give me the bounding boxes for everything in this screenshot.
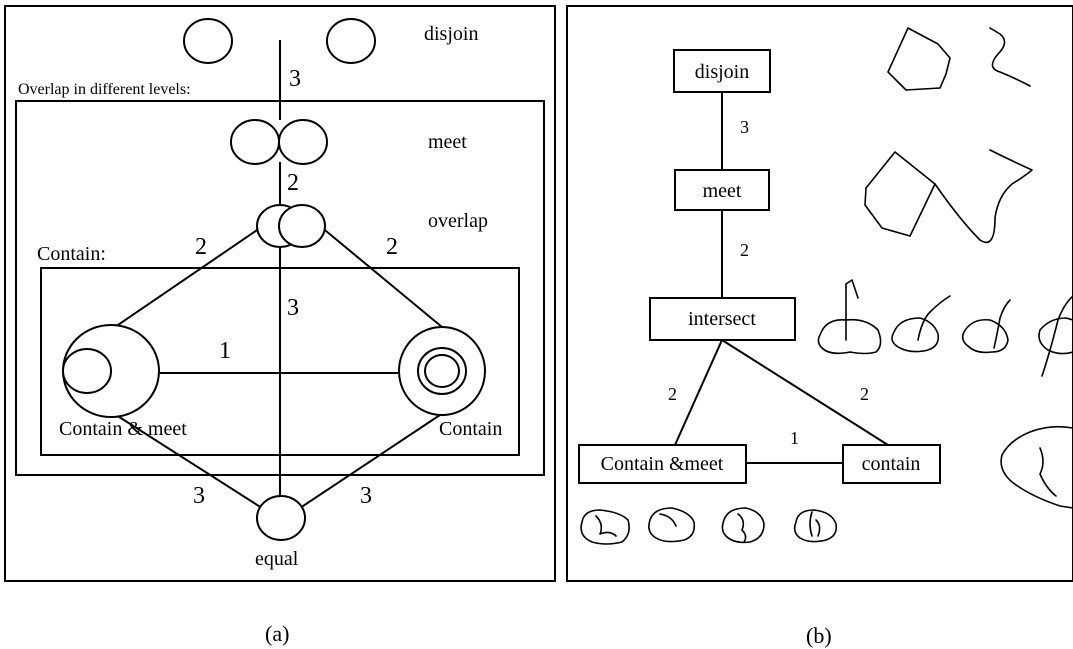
edge-overlap-contain xyxy=(319,225,443,328)
disjoin-circle-left xyxy=(183,18,233,64)
sketch-containmeet-inner-1 xyxy=(595,515,617,537)
sketch-containmeet-blob-2 xyxy=(648,507,696,543)
label-overlap: overlap xyxy=(428,210,488,232)
caption-a: (a) xyxy=(265,621,289,646)
weight-contain-equal: 3 xyxy=(360,483,372,509)
sketch-intersect-line-4 xyxy=(1041,295,1073,377)
weight-overlap-containmeet: 2 xyxy=(195,234,207,260)
edge-containmeet-equal xyxy=(112,412,266,511)
contain-inner-circle xyxy=(424,354,460,388)
disjoin-circle-right xyxy=(326,18,376,64)
sketch-contain-blob xyxy=(1000,425,1073,509)
weight-disjoin-meet: 3 xyxy=(289,66,301,92)
sketch-disjoin-polygon xyxy=(887,27,951,91)
edge-b-intersect-contain xyxy=(721,339,889,446)
sketch-containmeet-blob-3 xyxy=(721,507,765,544)
caption-b: (b) xyxy=(806,623,832,648)
overlap-circle-right xyxy=(278,204,326,248)
sketch-intersect-line-3 xyxy=(993,299,1011,349)
sketch-containmeet-inner-4 xyxy=(809,511,821,537)
weight-overlap-contain: 2 xyxy=(386,234,398,260)
node-disjoin-label: disjoin xyxy=(695,61,749,83)
node-contain xyxy=(842,444,941,484)
weight-overlap-equal: 3 xyxy=(287,295,299,321)
node-intersect xyxy=(649,297,796,341)
sketch-intersect-line-2 xyxy=(917,295,951,341)
sketch-meet-squiggle xyxy=(934,149,1033,244)
panel-b: disjoin meet intersect Contain &meet con… xyxy=(566,5,1073,648)
weight-containmeet-equal: 3 xyxy=(193,483,205,509)
node-contain-meet-label: Contain &meet xyxy=(601,453,724,475)
sketch-intersect-blob-4 xyxy=(1038,317,1073,355)
edge-contain-equal xyxy=(296,412,444,511)
meet-circle-right xyxy=(278,119,328,165)
label-equal: equal xyxy=(255,548,299,570)
weight-b-intersect-contain: 2 xyxy=(860,384,869,404)
edge-overlap-containmeet xyxy=(114,225,264,328)
node-contain-label: contain xyxy=(862,453,921,475)
node-contain-meet xyxy=(578,444,747,484)
label-contain-meet: Contain & meet xyxy=(59,418,187,440)
weight-b-intersect-containmeet: 2 xyxy=(668,384,677,404)
weight-b-meet-intersect: 2 xyxy=(740,240,749,260)
node-meet-label: meet xyxy=(703,180,742,202)
sketch-disjoin-squiggle xyxy=(989,27,1031,87)
node-meet xyxy=(674,169,770,211)
weight-b-containmeet-contain: 1 xyxy=(790,428,799,448)
edge-b-intersect-containmeet xyxy=(674,339,723,446)
label-meet: meet xyxy=(428,131,467,153)
panel-a: disjoin Overlap in different levels: mee… xyxy=(4,5,556,646)
label-contain-group: Contain: xyxy=(37,243,106,265)
sketch-containmeet-inner-3 xyxy=(737,513,747,543)
containmeet-inner-circle xyxy=(62,348,112,394)
node-intersect-label: intersect xyxy=(688,308,756,330)
sketch-intersect-blob-3 xyxy=(961,318,1009,354)
weight-b-disjoin-meet: 3 xyxy=(740,117,749,137)
label-contain: Contain xyxy=(439,418,502,440)
node-disjoin xyxy=(673,49,771,93)
sketch-intersect-blob-2 xyxy=(891,317,940,353)
weight-meet-overlap: 2 xyxy=(287,170,299,196)
sketch-intersect-line-1 xyxy=(845,279,859,341)
equal-circle xyxy=(256,495,306,541)
sketch-containmeet-inner-2 xyxy=(659,513,677,527)
sketch-containmeet-blob-4 xyxy=(793,509,838,543)
label-disjoin: disjoin xyxy=(424,23,478,45)
weight-containmeet-contain: 1 xyxy=(219,338,231,364)
panel-b-frame xyxy=(566,5,1073,582)
meet-circle-left xyxy=(230,119,280,165)
sketch-containmeet-blob-1 xyxy=(580,509,630,545)
label-overlap-levels: Overlap in different levels: xyxy=(18,81,191,98)
sketch-contain-inner xyxy=(1039,447,1057,497)
